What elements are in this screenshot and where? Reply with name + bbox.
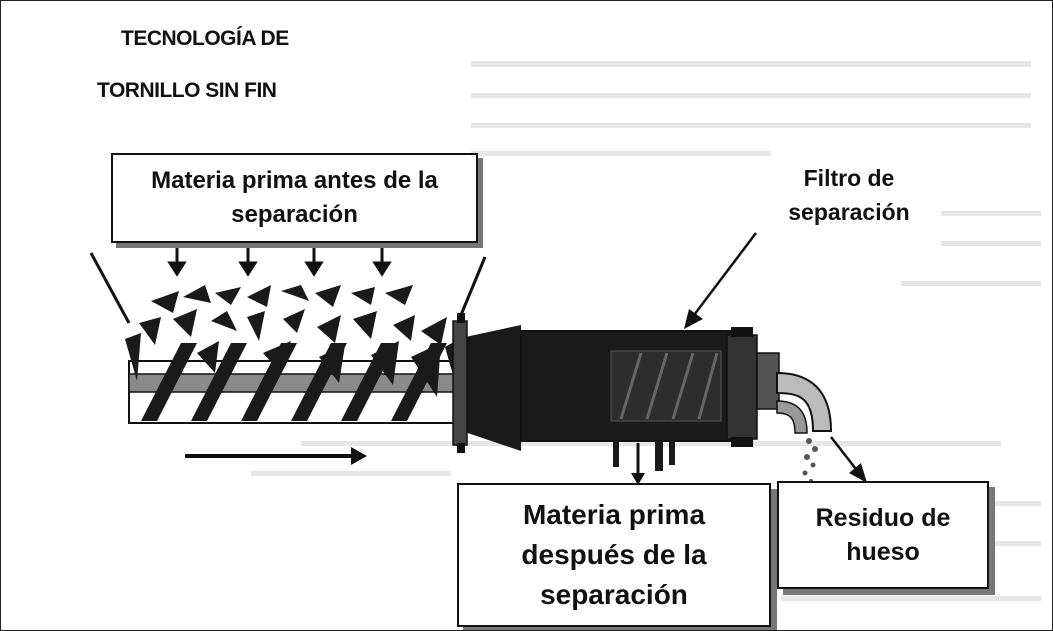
filter-pointer-arrow (690, 232, 757, 320)
filter-label-text: Filtro de separación (788, 165, 910, 225)
residue-pointer-arrow (830, 436, 860, 474)
outlet-nozzle (756, 352, 780, 410)
residue-pointer-arrowhead (849, 463, 867, 483)
bone-residue-box: Residuo de hueso (777, 481, 989, 589)
hopper-left-wall (89, 252, 131, 324)
residue-pipe-lower (776, 400, 808, 434)
raw-output-arrowhead (631, 473, 645, 485)
end-cap-bottom (731, 437, 753, 447)
residue-pipe (776, 371, 833, 432)
compression-cone (456, 325, 521, 451)
flange-left-bolt-top (457, 313, 465, 323)
raw-material-after-label: Materia prima después de la separación (521, 499, 707, 610)
bone-residue-label: Residuo de hueso (815, 504, 951, 566)
end-cap-top (731, 327, 753, 337)
raw-material-after-box: Materia prima después de la separación (457, 483, 771, 627)
end-cap (726, 334, 758, 440)
raw-material-chunks (125, 285, 463, 403)
title-line-2: TORNILLO SIN FIN (97, 79, 277, 102)
raw-material-before-box: Materia prima antes de la separación (111, 153, 478, 243)
filter-label: Filtro de separación (769, 161, 929, 229)
background-texture (251, 61, 1041, 601)
filter-screw-flights (619, 352, 719, 420)
filter-screen (610, 350, 722, 422)
flange-left (452, 320, 468, 446)
raw-output-drips (613, 441, 675, 471)
flow-direction-arrowhead (351, 447, 367, 465)
title-line-1: TECNOLOGÍA DE (121, 27, 289, 50)
bone-residue-particles (802, 438, 818, 483)
flange-left-bolt-bottom (457, 443, 465, 453)
raw-material-before-label: Materia prima antes de la separación (151, 167, 438, 228)
filter-pointer-arrowhead (684, 309, 703, 329)
feed-arrows (167, 243, 392, 277)
